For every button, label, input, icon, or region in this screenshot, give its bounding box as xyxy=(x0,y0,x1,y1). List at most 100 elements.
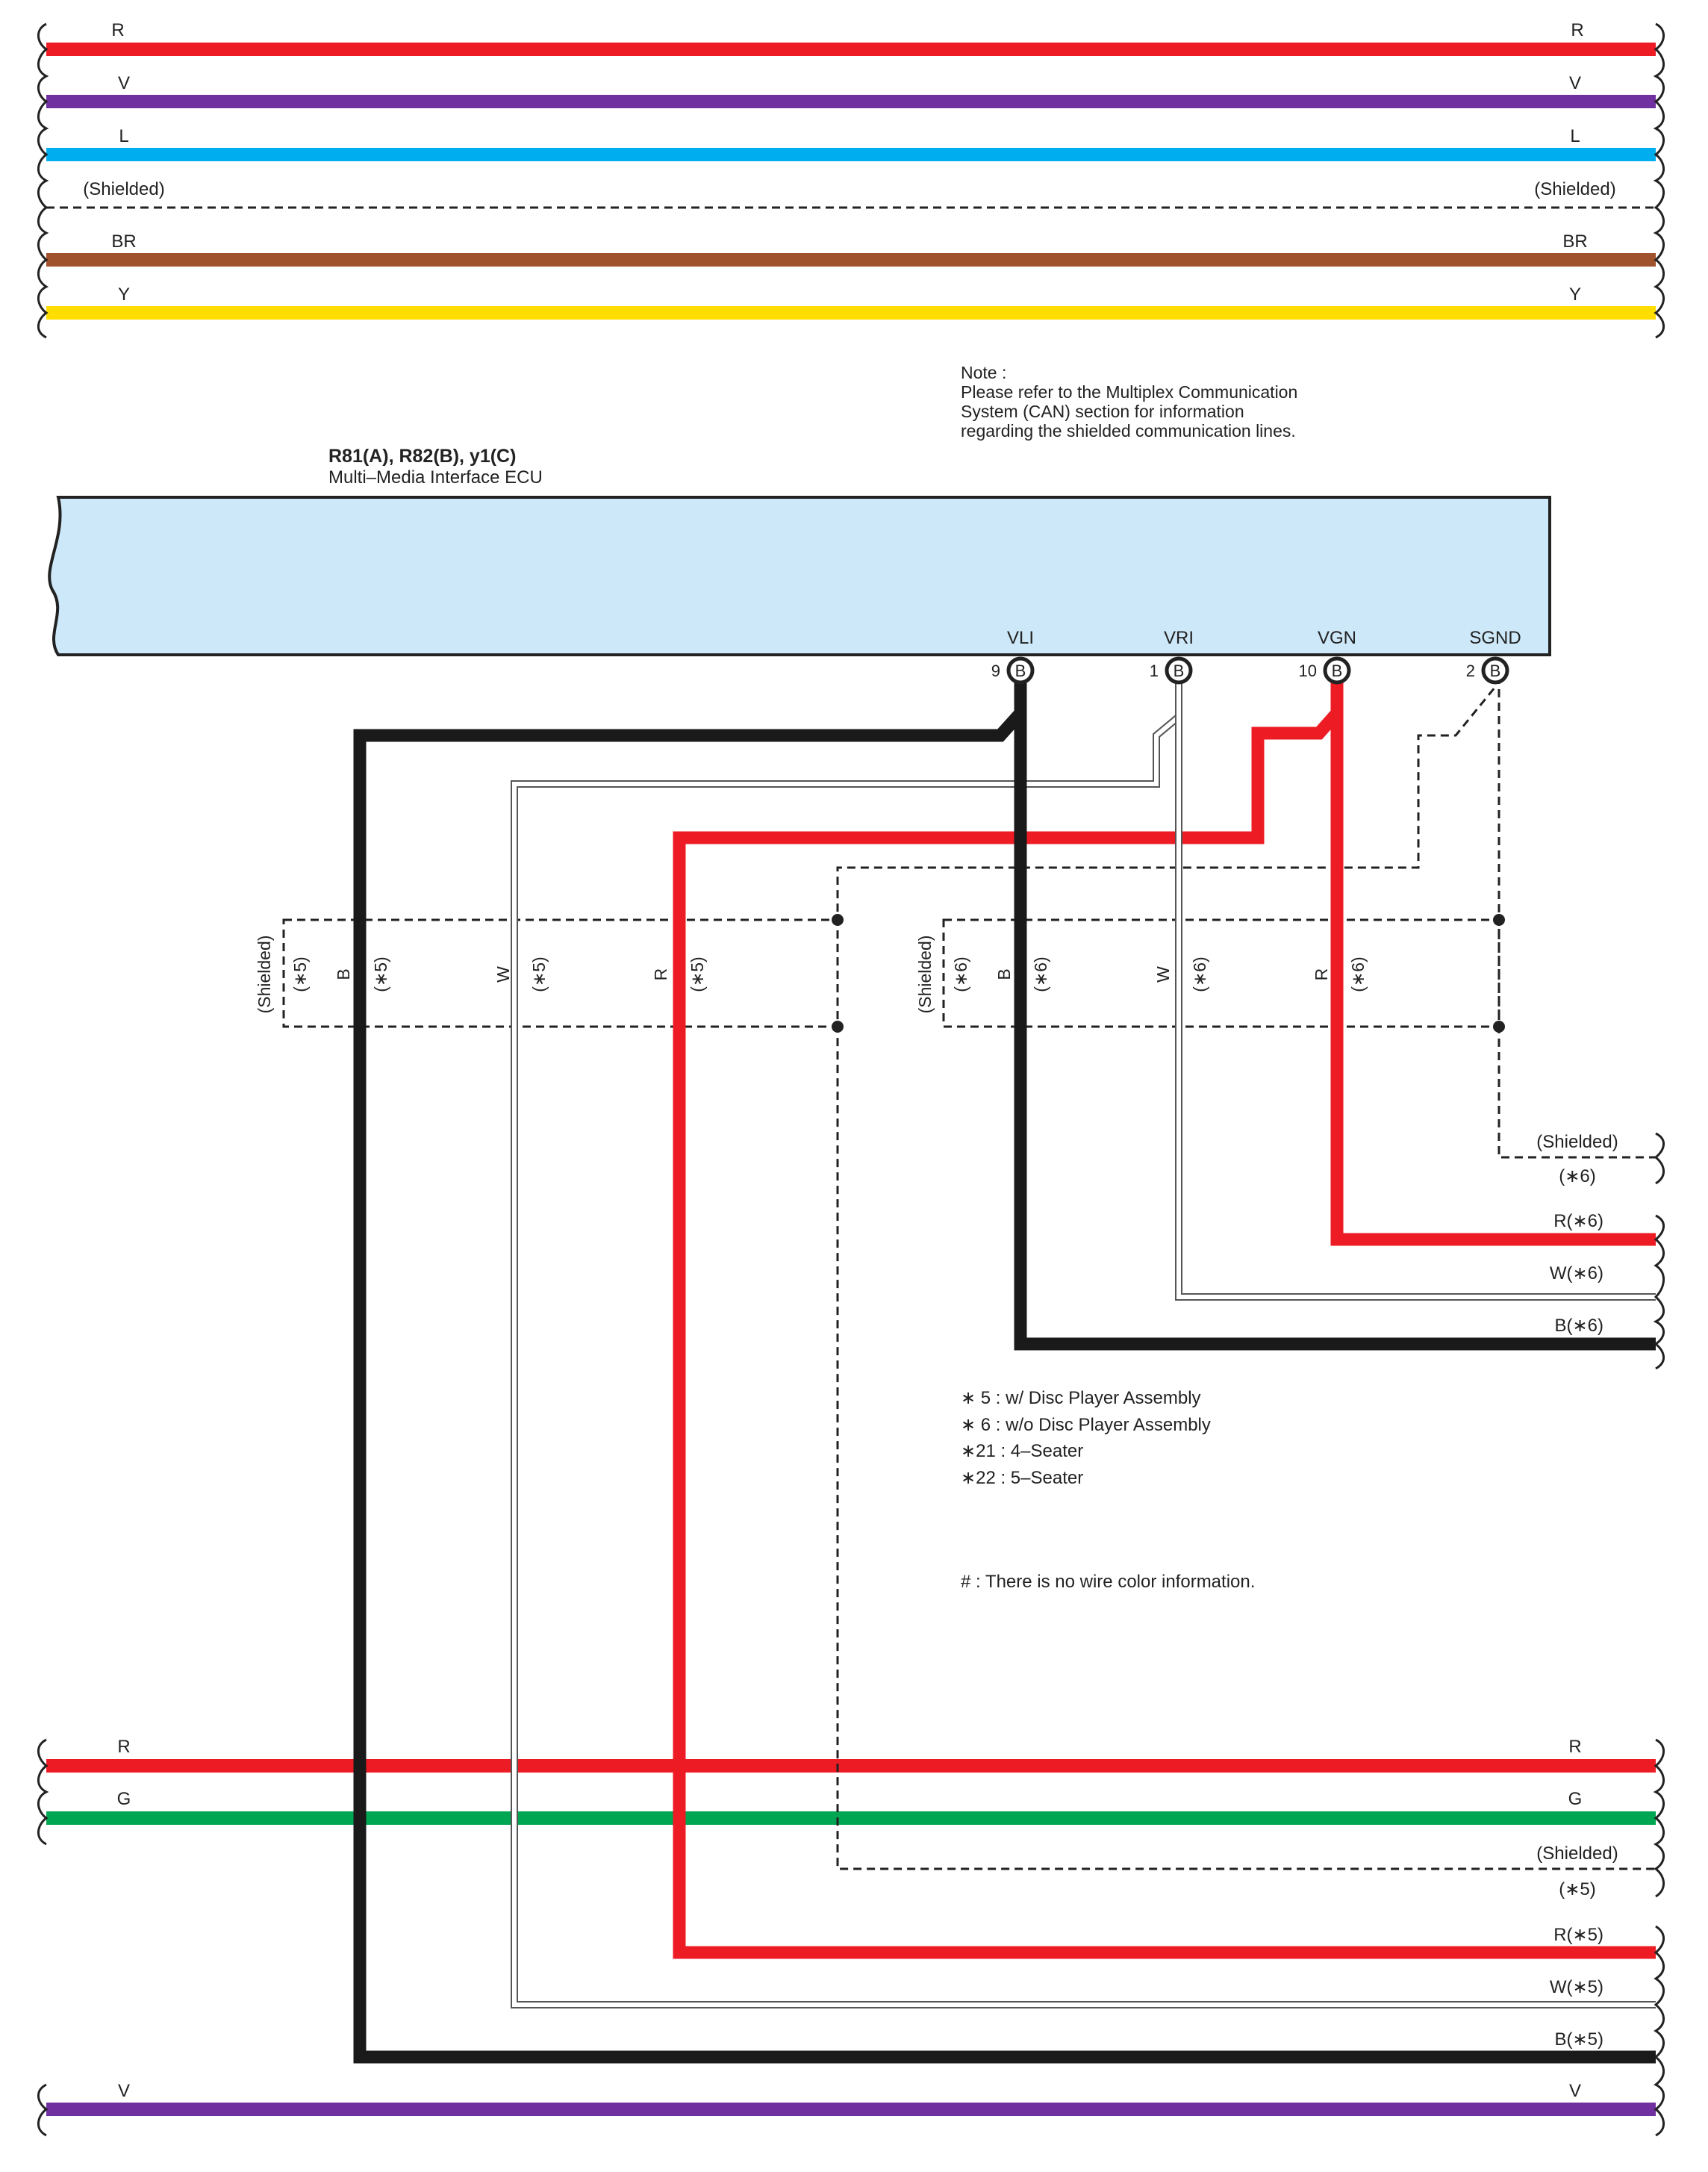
wire-l-top-label-left: L xyxy=(119,126,128,146)
wire-r-top-label-right: R xyxy=(1571,20,1583,40)
note-line-1: Note : xyxy=(961,363,1006,382)
outputs-variant-5: (Shielded) (∗5) R(∗5) W(∗5) B(∗5) xyxy=(1536,1843,1618,2050)
out6-break xyxy=(1653,1132,1665,1370)
shield-right-label-w: W xyxy=(1153,966,1173,983)
bottom-bundle-right-break xyxy=(1653,1738,1665,2137)
note-line-2: Please refer to the Multiplex Communicat… xyxy=(961,382,1297,402)
top-bundle-left-break xyxy=(37,22,49,339)
terminal-sgnd-circle xyxy=(1481,656,1509,685)
wire-shield-top-label-right: (Shielded) xyxy=(1534,179,1615,199)
note-line-3: System (CAN) section for information xyxy=(961,402,1244,421)
legend-hash: # : There is no wire color information. xyxy=(961,1572,1255,1592)
shield-right-label-4: (∗6) xyxy=(1348,956,1368,992)
terminal-vri-name: VRI xyxy=(1164,628,1194,648)
shield-box-left: (Shielded) (∗5) B (∗5) W (∗5) R (∗5) xyxy=(255,914,844,1033)
wire-w6-outline xyxy=(1175,676,1656,1301)
wire-v-bottom-label-right: V xyxy=(1569,2081,1581,2101)
shield-left-label-r: R xyxy=(651,968,670,981)
wire-r-bottom-label-right: R xyxy=(1568,1737,1581,1757)
shield-left-label-2: (∗5) xyxy=(371,956,390,992)
wire-r-bottom-label-left: R xyxy=(117,1737,130,1757)
ecu-box xyxy=(48,496,1551,656)
wire-br-top-label-right: BR xyxy=(1562,231,1587,252)
shield-right-label-1: (∗6) xyxy=(951,956,970,992)
ecu-component: R81(A), R82(B), y1(C) Multi–Media Interf… xyxy=(48,446,1551,656)
shield-left-title: (Shielded) xyxy=(255,936,274,1014)
shield-right-label-2: (∗6) xyxy=(1031,956,1050,992)
wire-v-top-label-left: V xyxy=(118,73,130,93)
shield-left-label-b: B xyxy=(334,968,353,980)
wire-br-top-label-left: BR xyxy=(111,231,136,252)
out5-r: R(∗5) xyxy=(1553,1925,1603,1945)
wire-g-bottom-label-left: G xyxy=(117,1789,131,1809)
shield-left-label-1: (∗5) xyxy=(290,956,310,992)
terminal-vgn-circle xyxy=(1323,656,1351,685)
wire-b5 xyxy=(353,676,1656,2064)
shield-box-right-outline xyxy=(942,918,1500,1028)
terminal-vli-name: VLI xyxy=(1007,628,1034,648)
out6-w: W(∗6) xyxy=(1550,1263,1603,1283)
terminal-vgn-name: VGN xyxy=(1318,628,1356,648)
ecu-name: Multi–Media Interface ECU xyxy=(328,467,543,488)
out5-shielded-note: (∗5) xyxy=(1559,1879,1595,1899)
out6-r: R(∗6) xyxy=(1553,1211,1603,1231)
wire-v-top-label-right: V xyxy=(1569,73,1581,93)
out6-b: B(∗6) xyxy=(1555,1316,1603,1336)
wire-r6 xyxy=(1330,676,1656,1246)
shield-box-right: (Shielded) (∗6) B (∗6) W (∗6) R (∗6) xyxy=(915,914,1505,1033)
wire-y-top-label-left: Y xyxy=(118,284,130,305)
shield-right-label-b: B xyxy=(994,968,1014,980)
shield-right-label-3: (∗6) xyxy=(1190,956,1209,992)
wires-variant-5 xyxy=(353,676,1656,2064)
legend-22: ∗22 : 5–Seater xyxy=(961,1468,1083,1488)
wire-shield6 xyxy=(1497,676,1656,1159)
wire-y-top-label-right: Y xyxy=(1569,284,1581,305)
wire-l-top-label-right: L xyxy=(1570,126,1580,146)
note-line-4: regarding the shielded communication lin… xyxy=(961,421,1296,441)
terminal-sgnd-name: SGND xyxy=(1469,628,1521,648)
bottom-v-wire: V V xyxy=(46,2081,1656,2116)
terminal-vli-pin: 9 xyxy=(991,662,1000,680)
terminal-pins: 9 B 1 B 10 B 2 B xyxy=(991,656,1509,685)
wire-w6 xyxy=(1176,676,1656,1299)
terminal-sgnd-pin: 2 xyxy=(1466,662,1475,680)
terminal-vri-conn: B xyxy=(1174,662,1185,680)
terminal-sgnd-conn: B xyxy=(1490,662,1501,680)
legend-21: ∗21 : 4–Seater xyxy=(961,1441,1083,1461)
out6-shielded: (Shielded) xyxy=(1536,1132,1618,1152)
wire-shield-top-label-left: (Shielded) xyxy=(83,179,164,199)
out5-w: W(∗5) xyxy=(1550,1977,1603,1997)
bottom-bundle-left-break xyxy=(37,1738,49,2137)
legend-6: ∗ 6 : w/o Disc Player Assembly xyxy=(961,1415,1211,1435)
top-wire-bundle: R R V V L L (Shielded) (Shielded) BR BR … xyxy=(37,20,1665,339)
shield-right-label-r: R xyxy=(1312,968,1331,981)
terminal-vgn-pin: 10 xyxy=(1299,662,1317,680)
terminal-vri-circle xyxy=(1165,656,1193,685)
terminal-vri-pin: 1 xyxy=(1150,662,1159,680)
outputs-variant-6: (Shielded) (∗6) R(∗6) W(∗6) B(∗6) xyxy=(1536,1132,1665,1370)
shield-left-label-4: (∗5) xyxy=(688,956,707,992)
bottom-wire-bundle: R R G G xyxy=(46,1737,1656,1825)
legend-5: ∗ 5 : w/ Disc Player Assembly xyxy=(961,1388,1201,1408)
terminal-vli-circle xyxy=(1006,656,1035,685)
note-block: Note : Please refer to the Multiplex Com… xyxy=(961,363,1297,441)
wire-g-bottom-label-right: G xyxy=(1568,1789,1583,1809)
wire-v-bottom-label-left: V xyxy=(118,2081,130,2101)
ecu-connector-ids: R81(A), R82(B), y1(C) xyxy=(328,446,516,467)
shield-left-label-w: W xyxy=(493,966,513,983)
wire-shield5 xyxy=(836,676,1656,1870)
legend: ∗ 5 : w/ Disc Player Assembly ∗ 6 : w/o … xyxy=(961,1388,1255,1592)
terminal-vli-conn: B xyxy=(1015,662,1026,680)
wire-r-top-label-left: R xyxy=(111,20,124,40)
top-bundle-right-break xyxy=(1653,22,1665,339)
out6-shielded-note: (∗6) xyxy=(1559,1166,1595,1186)
shield-box-left-outline xyxy=(282,918,839,1028)
shield-right-title: (Shielded) xyxy=(915,936,935,1014)
out5-b: B(∗5) xyxy=(1555,2029,1603,2050)
wires-variant-6 xyxy=(1014,676,1656,1351)
wire-b6 xyxy=(1014,676,1656,1351)
out5-shielded: (Shielded) xyxy=(1536,1843,1618,1864)
shield-left-label-3: (∗5) xyxy=(529,956,549,992)
terminal-vgn-conn: B xyxy=(1332,662,1343,680)
